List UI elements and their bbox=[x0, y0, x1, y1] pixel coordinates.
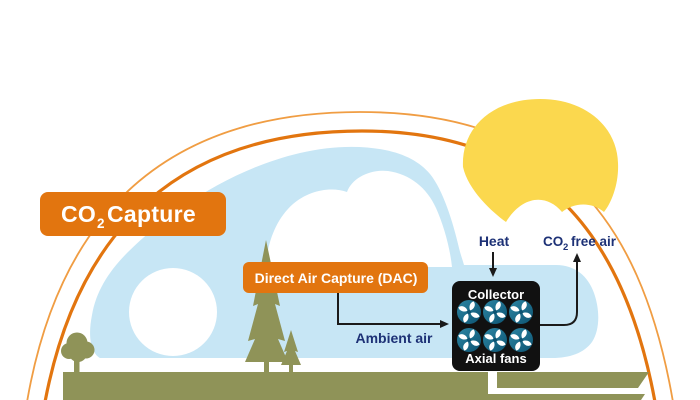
co2-free-air-label-suffix: free air bbox=[571, 234, 617, 249]
axial-fan-icon bbox=[509, 300, 533, 324]
dac-label: Direct Air Capture (DAC) bbox=[255, 270, 418, 286]
ambient-air-label: Ambient air bbox=[355, 330, 433, 346]
ground-bottom-band bbox=[488, 394, 645, 400]
dome-arc-outer bbox=[26, 111, 674, 400]
axial-fans-label: Axial fans bbox=[465, 351, 526, 366]
small-pine-tree-icon bbox=[281, 330, 301, 372]
co2-free-air-label-prefix: CO bbox=[543, 234, 563, 249]
axial-fan-icon bbox=[457, 328, 481, 352]
ground bbox=[63, 372, 488, 400]
ground-right-strip bbox=[497, 372, 649, 388]
collector-label: Collector bbox=[468, 287, 524, 302]
ambient-air-arrow bbox=[337, 293, 449, 328]
axial-fan-icon bbox=[483, 328, 507, 352]
collector-box: Collector Axial fans bbox=[452, 281, 540, 371]
co2-free-air-arrow bbox=[540, 253, 581, 326]
round-tree-icon bbox=[61, 332, 95, 372]
axial-fan-icon bbox=[483, 300, 507, 324]
cloud-hole-puff bbox=[266, 170, 452, 267]
dome-arc-inner bbox=[43, 129, 657, 400]
large-pine-tree-icon bbox=[245, 240, 288, 372]
cloud-hole-circle bbox=[129, 268, 217, 356]
sun-icon bbox=[462, 99, 619, 222]
dac-badge: Direct Air Capture (DAC) bbox=[243, 262, 428, 293]
co2-capture-label-prefix: CO bbox=[61, 201, 96, 227]
co2-free-air-label-subscript: 2 bbox=[563, 242, 568, 253]
co2-capture-label-suffix: Capture bbox=[107, 201, 196, 227]
axial-fan-icon bbox=[509, 328, 533, 352]
co2-capture-label-subscript: 2 bbox=[97, 216, 105, 231]
co2-capture-badge: CO 2 Capture bbox=[40, 192, 226, 236]
axial-fan-icon bbox=[457, 300, 481, 324]
heat-label: Heat bbox=[479, 233, 510, 249]
